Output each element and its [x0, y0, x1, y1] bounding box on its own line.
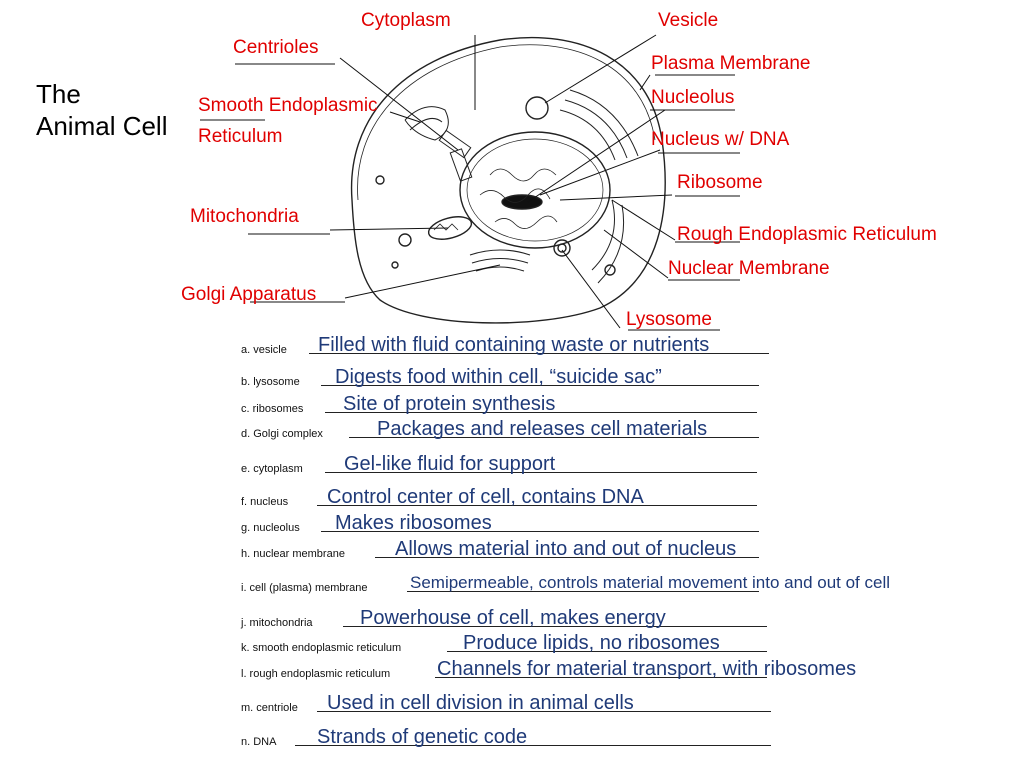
- title-line-2: Animal Cell: [36, 111, 168, 141]
- row-answer: Gel-like fluid for support: [344, 453, 556, 475]
- label-nucleus: Nucleus w/ DNA: [651, 129, 790, 150]
- lysosome-shape: [553, 239, 571, 257]
- row-key: c. ribosomes: [241, 403, 304, 415]
- row-key: b. lysosome: [241, 376, 300, 388]
- row-key: g. nucleolus: [241, 522, 300, 534]
- row-key: a. vesicle: [241, 344, 287, 356]
- golgi-shape: [469, 249, 531, 272]
- label-centrioles: Centrioles: [233, 37, 319, 58]
- row-key: l. rough endoplasmic reticulum: [241, 668, 391, 680]
- row-answer: Strands of genetic code: [317, 726, 528, 748]
- title-line-1: The: [36, 79, 81, 109]
- label-nucleolus: Nucleolus: [651, 87, 735, 108]
- label-mitochondria: Mitochondria: [190, 206, 299, 227]
- label-nuclear-membrane: Nuclear Membrane: [668, 258, 830, 279]
- label-lysosome: Lysosome: [626, 309, 712, 330]
- rough-er-shape: [559, 89, 639, 284]
- nucleolus-shape: [501, 194, 543, 210]
- nucleus-shape: [459, 131, 611, 249]
- row-key: j. mitochondria: [241, 617, 313, 629]
- label-golgi: Golgi Apparatus: [181, 284, 317, 305]
- row-answer: Allows material into and out of nucleus: [395, 538, 737, 560]
- row-answer: Control center of cell, contains DNA: [327, 486, 644, 508]
- row-answer: Semipermeable, controls material movemen…: [410, 573, 891, 592]
- plasma-membrane-shape: [350, 36, 666, 324]
- row-key: k. smooth endoplasmic reticulum: [241, 642, 402, 654]
- row-answer: Used in cell division in animal cells: [327, 692, 634, 714]
- row-key: d. Golgi complex: [241, 428, 323, 440]
- label-smooth-er-line-1: Smooth Endoplasmic: [198, 95, 378, 116]
- label-plasma-membrane: Plasma Membrane: [651, 53, 811, 74]
- label-ribosome: Ribosome: [677, 172, 763, 193]
- row-answer: Channels for material transport, with ri…: [437, 658, 857, 680]
- label-vesicle: Vesicle: [658, 10, 719, 31]
- row-answer: Digests food within cell, “suicide sac”: [335, 366, 662, 388]
- smooth-er-shape: [404, 106, 449, 141]
- row-answer: Filled with fluid containing waste or nu…: [318, 334, 710, 356]
- row-key: i. cell (plasma) membrane: [241, 582, 368, 594]
- row-key: m. centriole: [241, 702, 298, 714]
- row-answer: Makes ribosomes: [335, 512, 492, 534]
- row-answer: Produce lipids, no ribosomes: [463, 632, 720, 654]
- mitochondria-shape: [427, 216, 473, 240]
- label-cytoplasm: Cytoplasm: [361, 10, 451, 31]
- vesicle-shape: [525, 96, 549, 120]
- row-key: h. nuclear membrane: [241, 548, 345, 560]
- label-rough-er: Rough Endoplasmic Reticulum: [677, 224, 937, 245]
- row-key: e. cytoplasm: [241, 463, 303, 475]
- page-title: The Animal Cell: [36, 78, 168, 142]
- label-smooth-er-line-2: Reticulum: [198, 126, 283, 147]
- row-answer: Packages and releases cell materials: [377, 418, 708, 440]
- centrioles-shape: [438, 129, 473, 182]
- row-answer: Powerhouse of cell, makes energy: [360, 607, 666, 629]
- row-answer: Site of protein synthesis: [343, 393, 556, 415]
- row-key: n. DNA: [241, 736, 277, 748]
- row-key: f. nucleus: [241, 496, 289, 508]
